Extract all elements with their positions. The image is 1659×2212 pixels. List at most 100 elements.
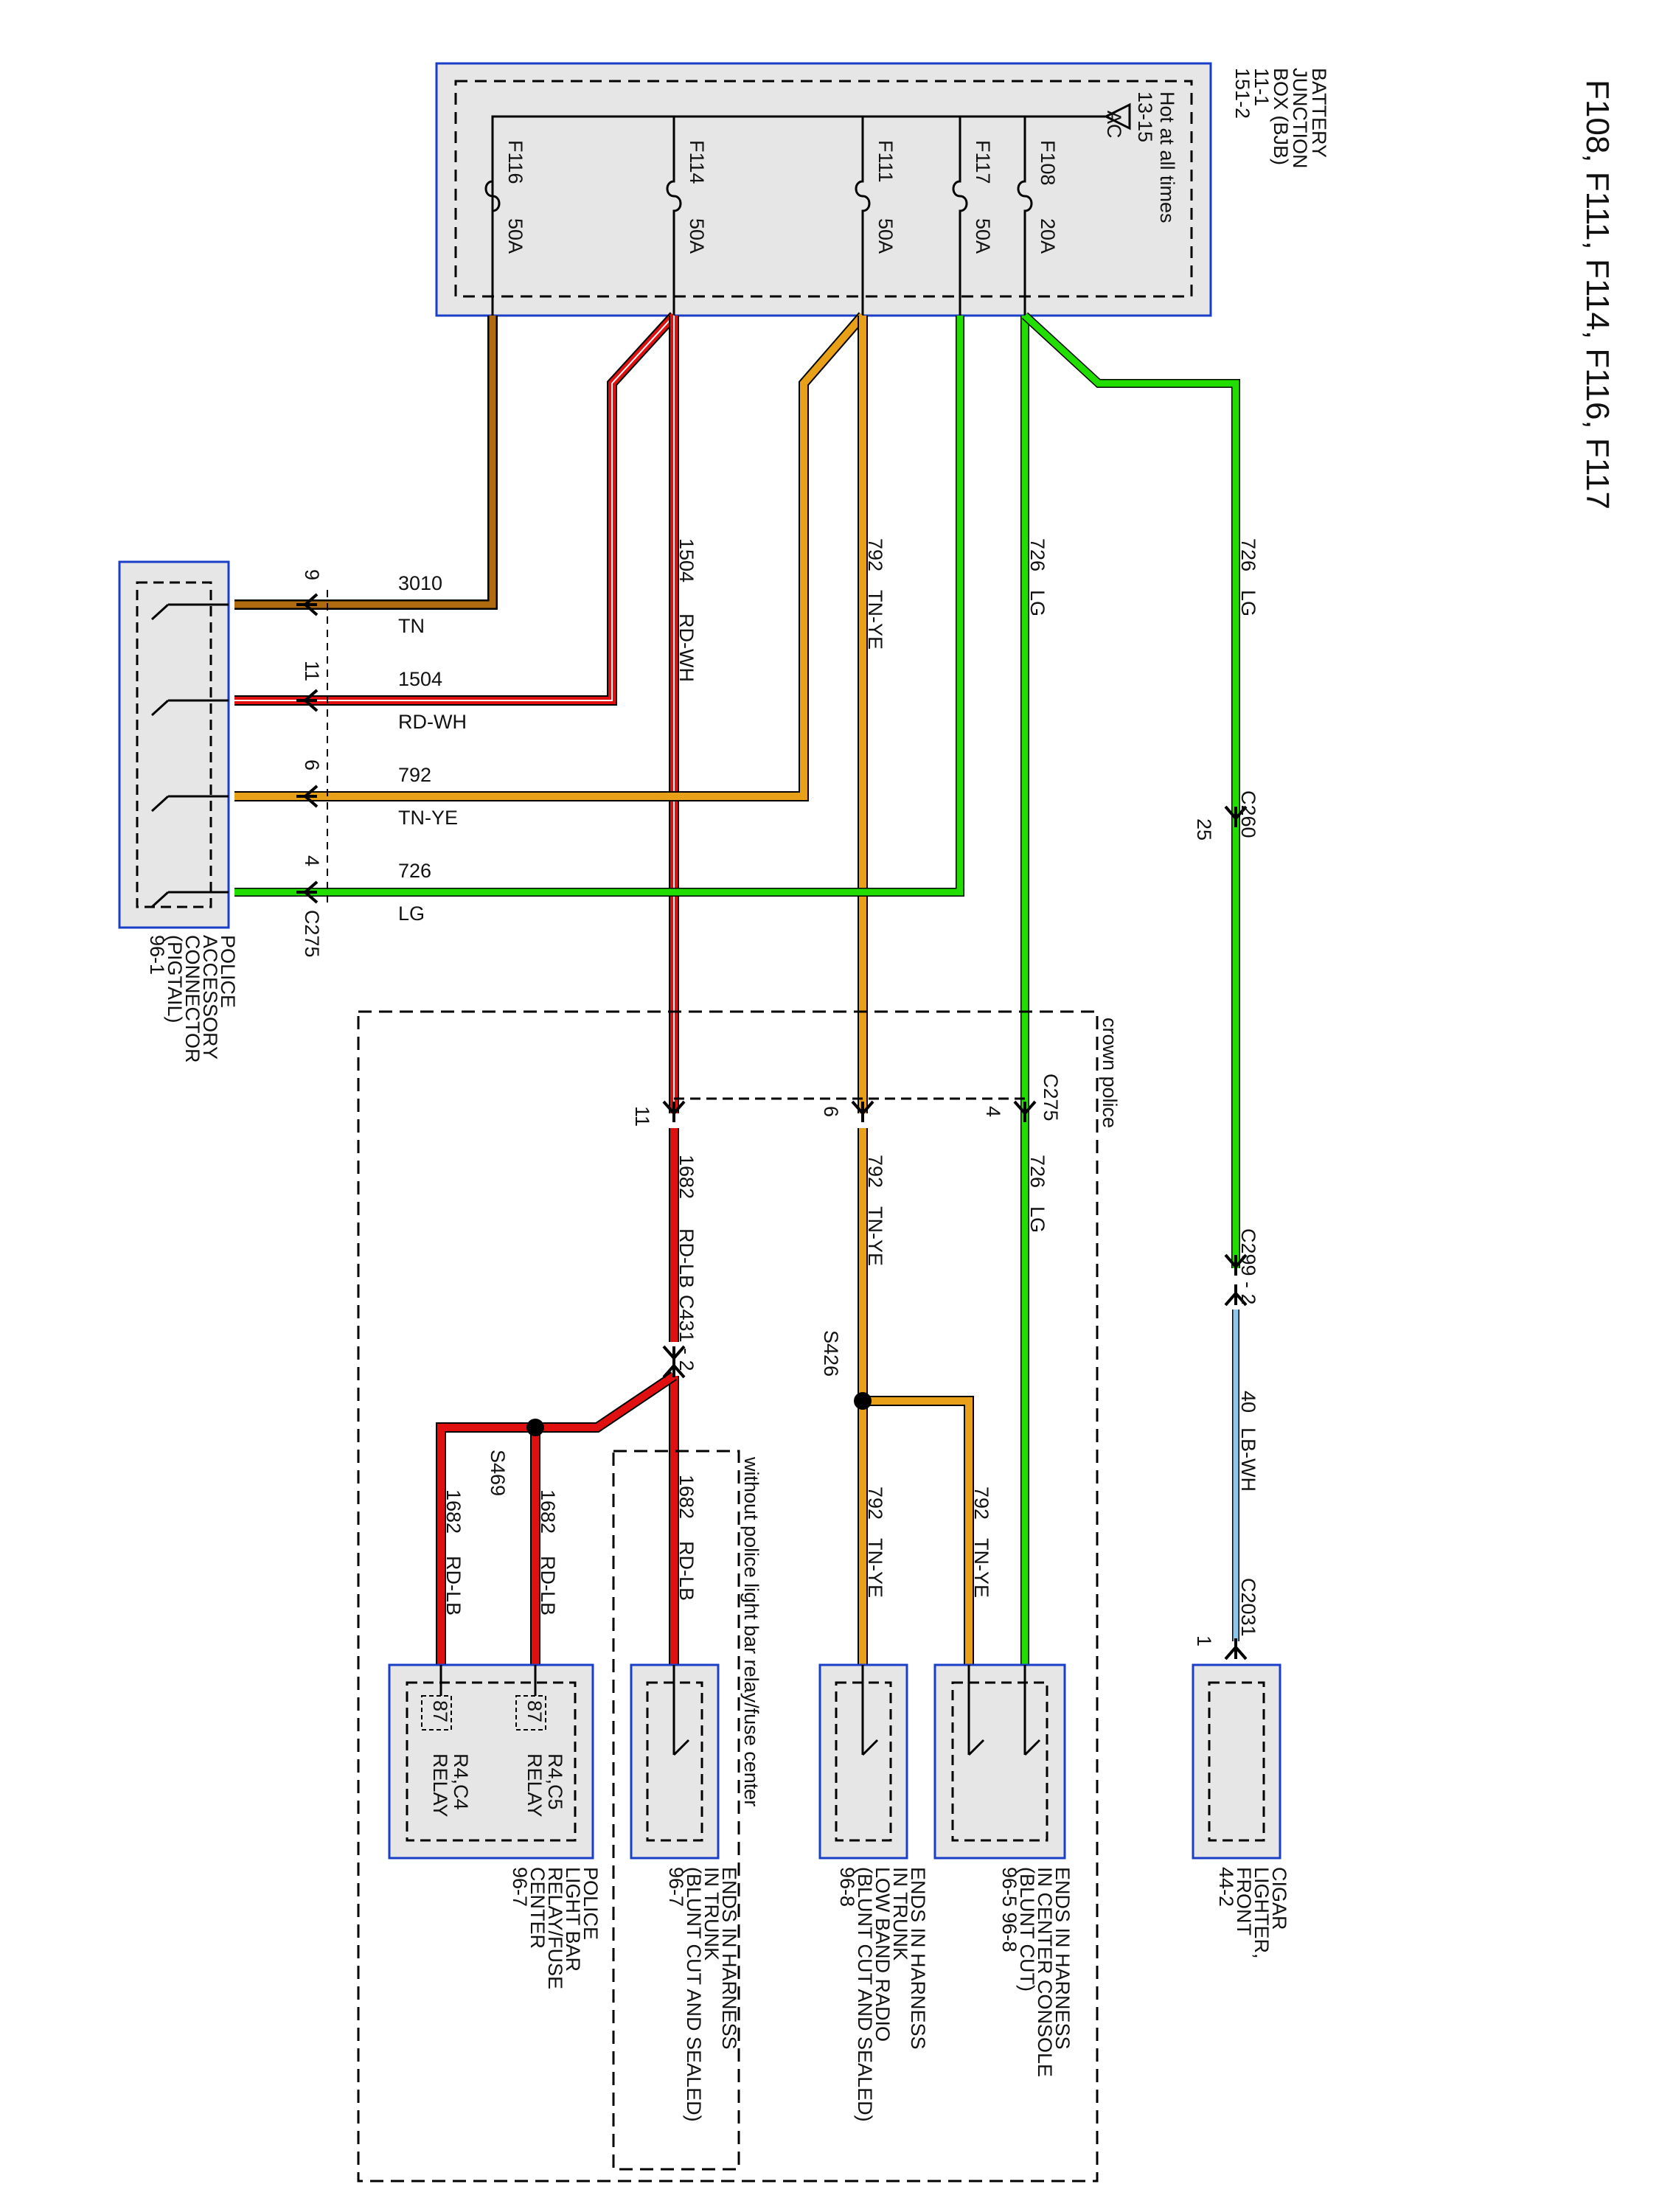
svg-text:CENTER: CENTER: [526, 1867, 549, 1949]
fuse-f111: F111 50A: [855, 140, 897, 316]
svg-text:726: 726: [398, 860, 431, 882]
svg-text:S426: S426: [820, 1330, 842, 1377]
svg-text:726: 726: [1237, 538, 1259, 571]
svg-text:50A: 50A: [874, 218, 897, 254]
relay-r4c5: 87 R4,C5 RELAY: [515, 1665, 566, 1818]
svg-text:LIGHT BAR: LIGHT BAR: [562, 1867, 584, 1972]
svg-text:F111: F111: [874, 140, 897, 183]
svg-text:1682: 1682: [442, 1489, 465, 1534]
c275-label: C275: [301, 910, 323, 958]
pin-6: 6: [150, 759, 323, 813]
fuse-f116: F116 50A: [484, 140, 526, 316]
splice-s426: S426: [820, 1330, 872, 1410]
svg-text:6: 6: [301, 759, 323, 771]
svg-text:RD-WH: RD-WH: [398, 711, 467, 733]
crown-police-region: crown police: [357, 1010, 1121, 2183]
svg-text:(PIGTAIL): (PIGTAIL): [164, 935, 186, 1023]
svg-text:S469: S469: [487, 1450, 509, 1496]
svg-text:C275: C275: [1040, 1074, 1062, 1121]
hot-label-1: Hot at all times: [1156, 91, 1178, 223]
fuse-f114: F114 50A: [666, 140, 708, 316]
cigar-lighter-component: CIGAR LIGHTER, FRONT 44-2: [1192, 1663, 1290, 1959]
svg-text:ACCESSORY: ACCESSORY: [199, 935, 221, 1060]
svg-text:44-2: 44-2: [1215, 1867, 1237, 1907]
svg-text:F114: F114: [686, 140, 708, 184]
svg-text:C260: C260: [1237, 790, 1259, 838]
svg-text:50A: 50A: [504, 218, 526, 254]
svg-text:1: 1: [1193, 1635, 1215, 1646]
wire-3010-tn: [234, 316, 498, 610]
svg-text:11: 11: [631, 1106, 653, 1127]
svg-text:96-8: 96-8: [836, 1867, 858, 1907]
relay-r4c4: 87 R4,C4 RELAY: [421, 1665, 472, 1818]
connector-c275-inline: C275 11 6 4: [631, 1074, 1062, 1127]
svg-text:TN-YE: TN-YE: [864, 1538, 886, 1598]
svg-text:96-5 96-8: 96-5 96-8: [998, 1867, 1020, 1952]
svg-text:50A: 50A: [686, 218, 708, 254]
hot-label-2: 13-15: [1134, 91, 1156, 142]
svg-text:LIGHTER,: LIGHTER,: [1251, 1867, 1273, 1959]
svg-text:RD-LB: RD-LB: [675, 1228, 698, 1288]
wire-labels: 3010 TN 1504 RD-WH 792 TN-YE 726 LG 1504…: [398, 538, 1259, 1615]
police-accessory-connector: 9 11 6 4 C275: [118, 560, 328, 958]
svg-text:1682: 1682: [537, 1489, 559, 1534]
svg-text:CIGAR: CIGAR: [1268, 1867, 1290, 1930]
svg-text:LB-WH: LB-WH: [1237, 1427, 1259, 1492]
svg-text:RELAY: RELAY: [524, 1753, 546, 1818]
svg-text:726: 726: [1026, 1155, 1048, 1188]
svg-text:11-1: 11-1: [1251, 68, 1273, 106]
svg-text:RD-WH: RD-WH: [675, 613, 698, 682]
svg-text:F116: F116: [504, 140, 526, 184]
svg-text:TN: TN: [398, 615, 425, 637]
connector-c2031: C2031 1: [1193, 1578, 1259, 1660]
svg-text:R4,C5: R4,C5: [544, 1753, 566, 1810]
svg-text:TN-YE: TN-YE: [864, 1206, 886, 1266]
svg-text:TN-YE: TN-YE: [970, 1538, 992, 1598]
svg-text:4: 4: [301, 855, 323, 866]
svg-text:792: 792: [864, 538, 886, 571]
pin-9: 9: [150, 569, 323, 621]
svg-text:(BLUNT CUT AND SEALED): (BLUNT CUT AND SEALED): [854, 1867, 876, 2122]
svg-text:96-7: 96-7: [665, 1867, 687, 1907]
svg-text:87: 87: [524, 1700, 546, 1722]
svg-text:96-7: 96-7: [509, 1867, 531, 1907]
svg-text:726: 726: [1026, 538, 1048, 571]
svg-text:C299 - 2: C299 - 2: [1237, 1228, 1259, 1305]
svg-text:(BLUNT CUT AND SEALED): (BLUNT CUT AND SEALED): [683, 1867, 705, 2122]
svg-text:ENDS IN HARNESS: ENDS IN HARNESS: [907, 1867, 929, 2050]
svg-text:6: 6: [820, 1106, 842, 1117]
svg-text:792: 792: [864, 1155, 886, 1188]
svg-text:3010: 3010: [398, 572, 442, 594]
svg-text:crown police: crown police: [1099, 1018, 1121, 1128]
svg-text:RD-LB: RD-LB: [675, 1541, 698, 1601]
svg-text:JUNCTION: JUNCTION: [1289, 68, 1311, 169]
svg-text:TN-YE: TN-YE: [864, 590, 886, 650]
low-band-radio-component: ENDS IN HARNESS IN TRUNK LOW BAND RADIO …: [818, 1663, 929, 2122]
svg-text:4: 4: [982, 1106, 1004, 1117]
svg-text:LG: LG: [1026, 1206, 1048, 1233]
svg-text:C2031: C2031: [1237, 1578, 1259, 1637]
police-connector-name: POLICE ACCESSORY CONNECTOR (PIGTAIL) 96-…: [146, 935, 239, 1063]
bjb-name: BATTERY JUNCTION BOX (BJB) 11-1 151-2: [1231, 68, 1330, 169]
svg-text:POLICE: POLICE: [217, 935, 239, 1008]
svg-text:BOX (BJB): BOX (BJB): [1270, 68, 1292, 165]
svg-text:IN CENTER CONSOLE: IN CENTER CONSOLE: [1034, 1867, 1056, 2077]
svg-text:ENDS IN HARNESS: ENDS IN HARNESS: [718, 1867, 740, 2050]
trunk-harness-component: ENDS IN HARNESS IN TRUNK (BLUNT CUT AND …: [630, 1663, 740, 2122]
pin-11: 11: [150, 661, 323, 717]
svg-text:F108: F108: [1037, 140, 1059, 186]
svg-text:RD-LB: RD-LB: [442, 1556, 465, 1615]
splice-s469: S469: [487, 1419, 544, 1496]
svg-text:C431 - 2: C431 - 2: [675, 1295, 698, 1371]
svg-text:20A: 20A: [1037, 218, 1059, 254]
wire-726-lg-f117: [234, 316, 964, 897]
svg-text:TN-YE: TN-YE: [398, 807, 458, 829]
svg-text:50A: 50A: [972, 218, 994, 254]
svg-text:87: 87: [429, 1700, 451, 1722]
svg-text:LG: LG: [1026, 590, 1048, 616]
wire-1504-rdwh: [234, 312, 679, 1113]
connector-c299: C299 - 2: [1224, 1228, 1259, 1307]
battery-junction-box: AC F116 50A F114 50A F111 50A F117 50A: [435, 62, 1212, 317]
without-lightbar-region: without police light bar relay/fuse cent…: [612, 1450, 762, 2171]
